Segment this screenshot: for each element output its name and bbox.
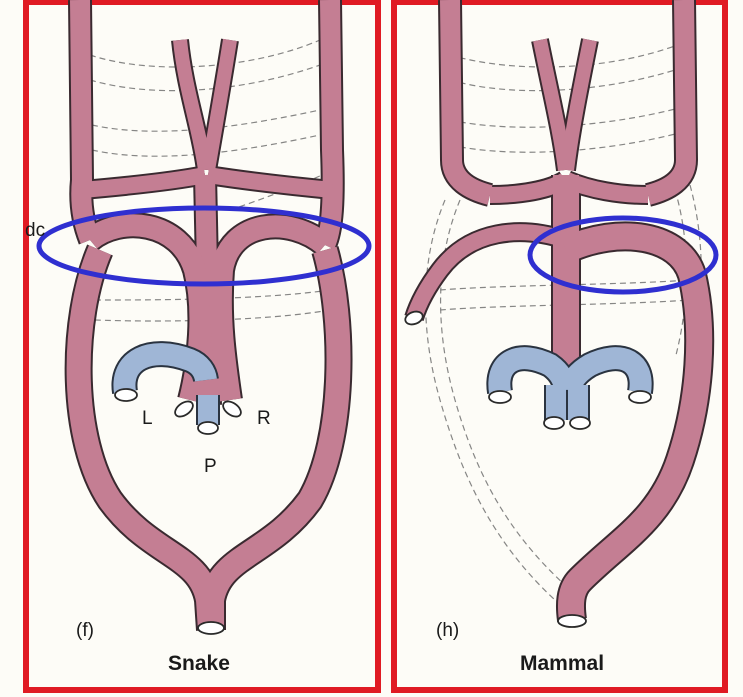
snake-panel-tag: (f) — [76, 620, 94, 641]
snake-caption: Snake — [168, 652, 230, 675]
pulmonary-label: P — [204, 456, 217, 477]
left-arch-label: L — [142, 408, 153, 429]
mammal-caption: Mammal — [520, 652, 604, 675]
right-arch-label: R — [257, 408, 271, 429]
mammal-panel-tag: (h) — [436, 620, 459, 641]
dc-label: dc — [25, 220, 45, 241]
